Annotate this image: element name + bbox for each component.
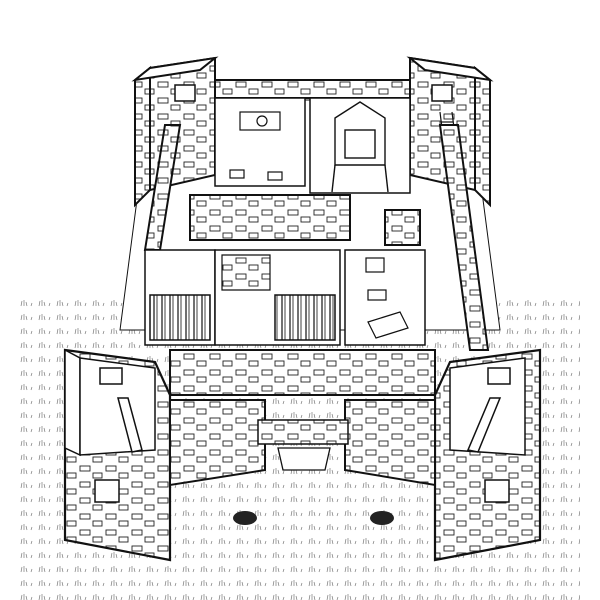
bookshelf bbox=[149, 294, 211, 341]
bookshelf bbox=[274, 294, 336, 341]
chair bbox=[229, 169, 245, 179]
window bbox=[174, 84, 196, 102]
back-wall bbox=[214, 79, 411, 99]
window bbox=[99, 367, 123, 385]
tower-front-right bbox=[433, 348, 542, 562]
library-room bbox=[144, 249, 216, 346]
gate-rubble bbox=[257, 419, 349, 445]
inner-wall-middle bbox=[189, 194, 421, 246]
window bbox=[431, 84, 453, 102]
pillar bbox=[466, 397, 502, 453]
pillar bbox=[117, 397, 143, 453]
back-room-workshop bbox=[214, 97, 306, 187]
window bbox=[94, 479, 120, 503]
east-wall bbox=[438, 124, 490, 351]
window bbox=[484, 479, 510, 503]
cabinet bbox=[365, 257, 385, 273]
chair bbox=[267, 171, 283, 181]
tower-front-left bbox=[63, 348, 172, 562]
gatehouse bbox=[169, 399, 436, 487]
stool bbox=[367, 289, 387, 301]
storage-room bbox=[214, 249, 341, 346]
rock bbox=[370, 511, 394, 525]
gate-arch bbox=[277, 447, 331, 471]
window bbox=[487, 367, 511, 385]
front-inner-wall bbox=[169, 349, 436, 396]
table bbox=[367, 311, 409, 339]
back-room-throne bbox=[309, 97, 411, 194]
rock bbox=[233, 511, 257, 525]
armory-room bbox=[344, 249, 426, 346]
